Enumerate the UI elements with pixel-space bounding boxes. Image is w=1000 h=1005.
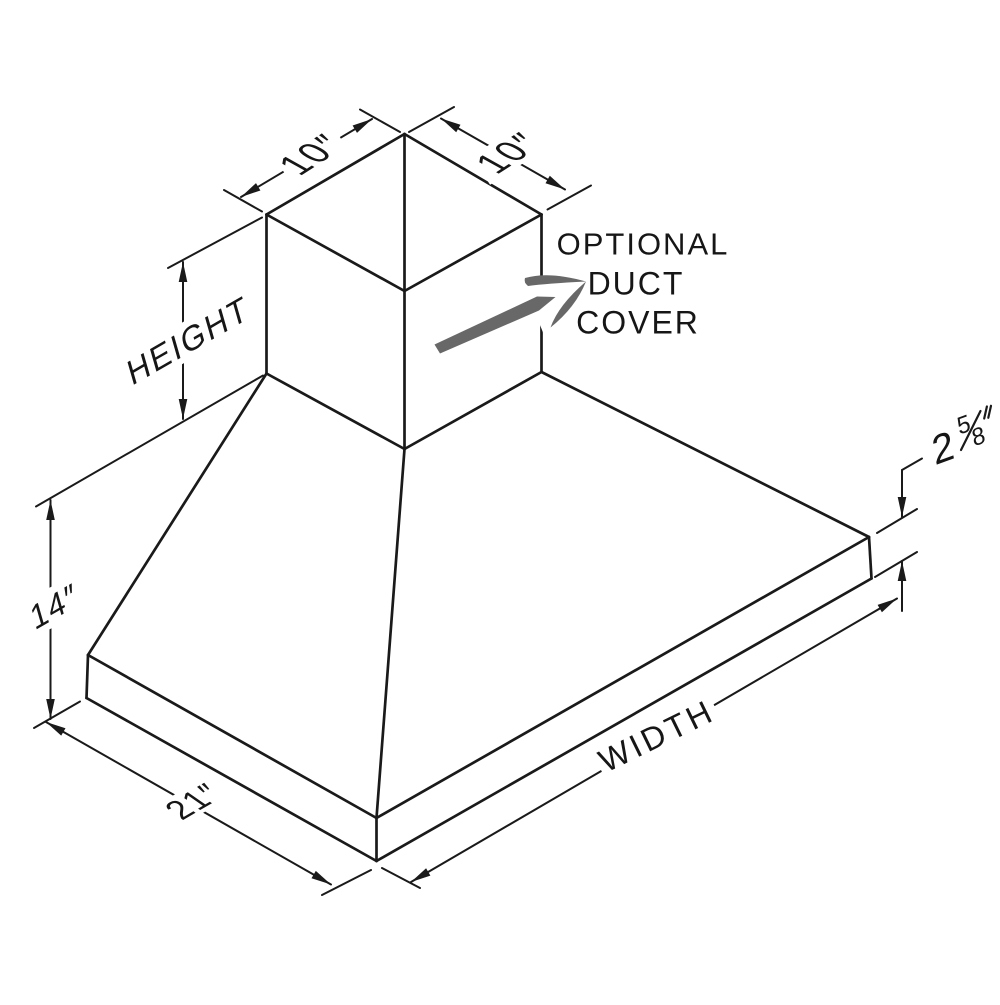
svg-text:8: 8 xyxy=(970,421,988,452)
svg-text:OPTIONAL: OPTIONAL xyxy=(557,227,730,262)
svg-text:COVER: COVER xyxy=(576,304,700,340)
svg-text:DUCT: DUCT xyxy=(588,265,685,301)
